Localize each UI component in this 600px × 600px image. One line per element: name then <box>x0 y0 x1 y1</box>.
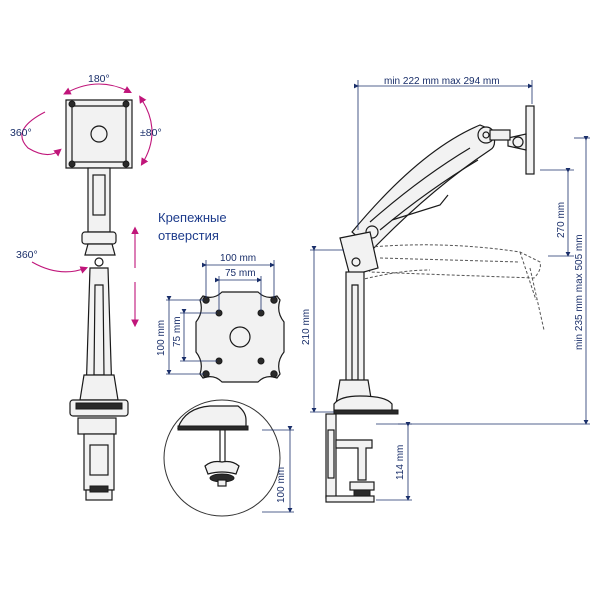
side-monitor-plate <box>525 105 535 175</box>
label-clamp-height: 114 mm <box>395 445 406 480</box>
side-clamp <box>325 413 375 503</box>
label-rot-arm: 360° <box>16 249 38 261</box>
rotation-80-arrow <box>139 95 153 166</box>
label-arm-total-height: min 235 mm max 505 mm <box>574 234 585 350</box>
label-pole-height: 210 mm <box>301 309 312 345</box>
label-rot-left: 360° <box>10 127 32 139</box>
label-rot-top: 180° <box>88 73 110 85</box>
label-vesa-width-inner: 75 mm <box>225 268 256 279</box>
desk-thickness-dim: 100 mm <box>262 426 294 513</box>
vesa-plate-detail <box>195 291 285 383</box>
label-vesa-height-inner: 75 mm <box>172 316 183 347</box>
rotation-360-arrow <box>21 111 62 157</box>
label-vesa-width-outer: 100 mm <box>220 253 256 264</box>
front-view: 180° 360° ±80° 360° <box>10 73 162 501</box>
label-desk-thickness: 100 mm <box>276 467 287 503</box>
mounting-holes-view: Крепежные отверстия 100 mm 75 mm <box>156 210 285 383</box>
holes-title-line2: отверстия <box>158 228 219 243</box>
rotation-arm-360-arrow <box>31 261 89 274</box>
side-view: min 222 mm max 294 mm 270 mm min 235 mm … <box>301 76 590 503</box>
rotation-180-arrow <box>63 83 132 95</box>
label-rot-right: ±80° <box>140 127 162 139</box>
front-vesa-plate <box>65 99 133 169</box>
side-arm-upper <box>351 124 511 251</box>
front-arm-column <box>69 167 129 417</box>
side-pole <box>333 231 399 415</box>
holes-title-line1: Крепежные <box>158 210 227 225</box>
side-arm-ghost <box>359 244 545 331</box>
front-clamp <box>77 417 117 501</box>
label-vesa-height-outer: 100 mm <box>156 320 167 356</box>
label-arm-reach: min 222 mm max 294 mm <box>384 76 500 87</box>
label-arm-vertical-travel: 270 mm <box>556 202 567 238</box>
clamp-detail-view <box>163 399 281 517</box>
